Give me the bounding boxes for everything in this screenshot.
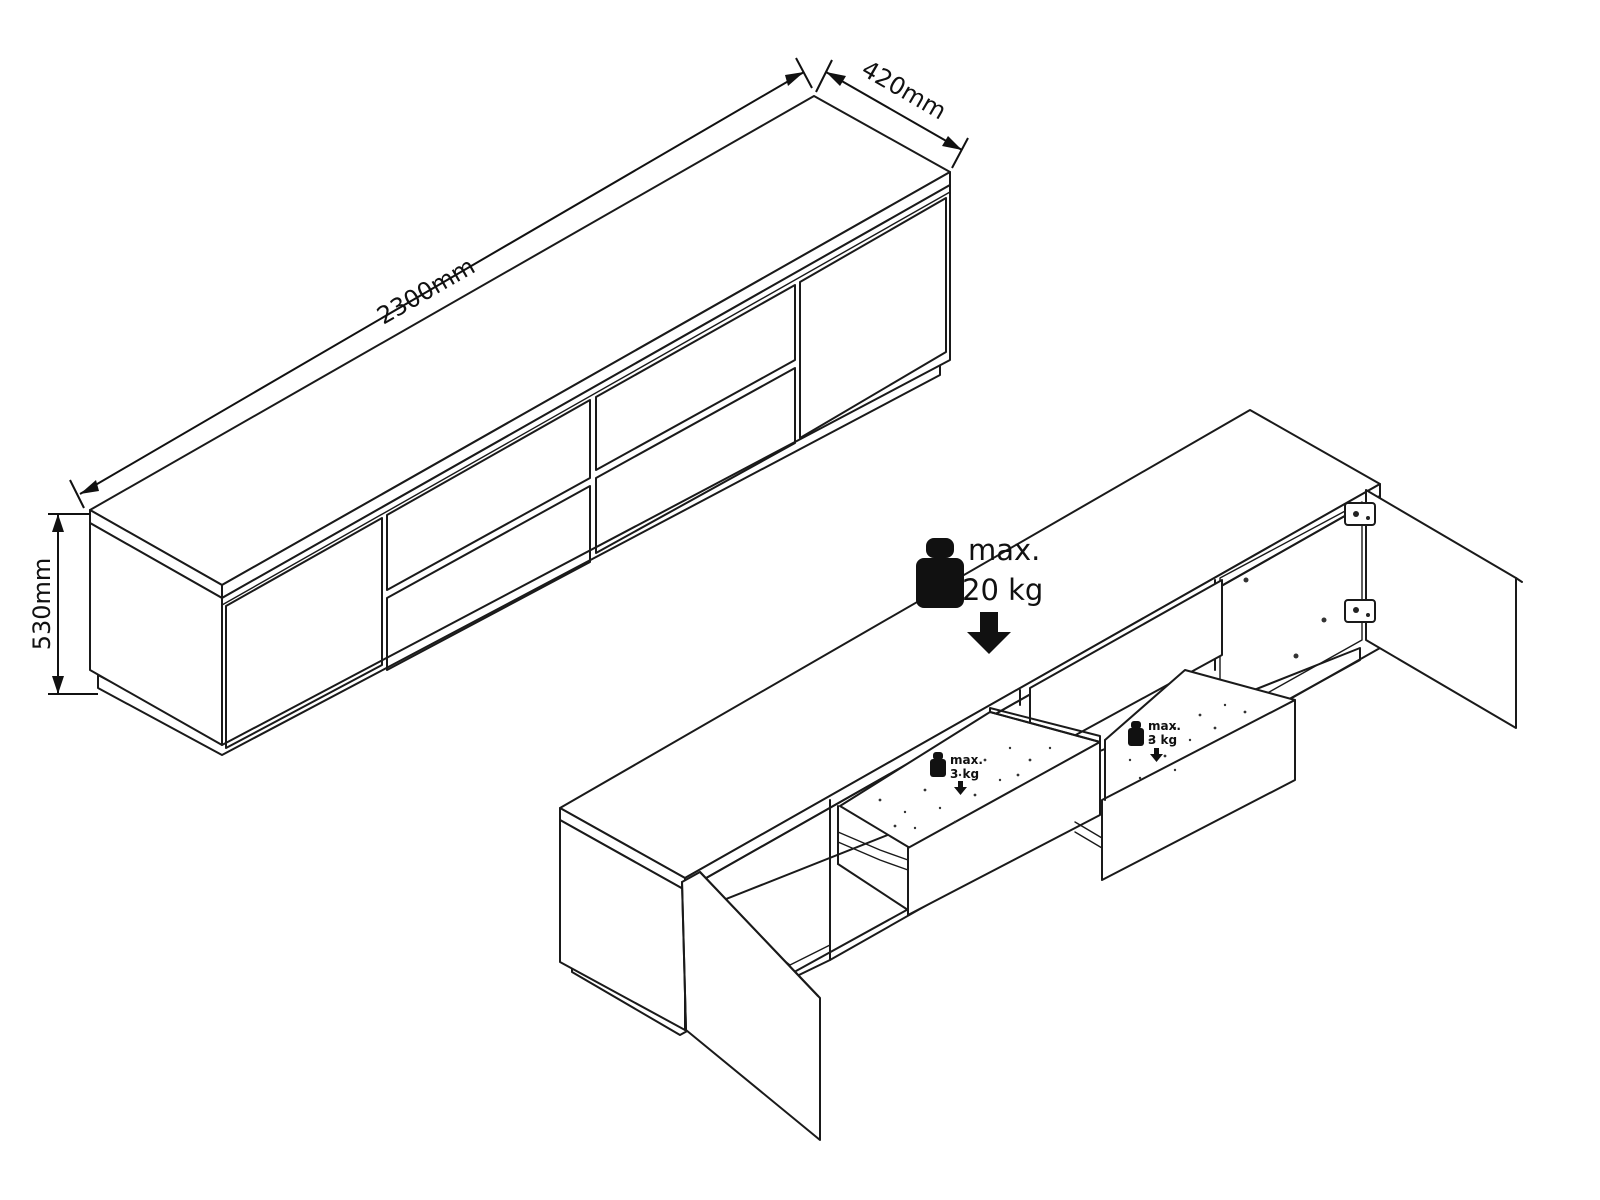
small-down-arrow-right (1150, 748, 1163, 762)
drawer-right-texture (1128, 703, 1247, 780)
drawer-right-load: max. 3 kg (1128, 719, 1181, 762)
top-load-line1: max. (968, 533, 1040, 567)
closed-right-door (799, 197, 947, 439)
drawer-left-load-line1: max. (950, 753, 983, 767)
closed-front-face (221, 184, 951, 746)
drawer-left-texture (878, 746, 1052, 830)
top-load-line2: 20 kg (962, 573, 1043, 607)
hinge-upper (1344, 502, 1376, 526)
height-label: 530mm (28, 558, 56, 651)
drawer-right-front (1101, 699, 1296, 881)
right-compartment (1219, 501, 1363, 701)
drawer-right-load-line1: max. (1148, 719, 1181, 733)
small-weight-icon-right (1128, 721, 1144, 746)
closed-left-door (225, 517, 383, 749)
right-door-panel (1365, 489, 1517, 729)
down-arrow-icon (967, 612, 1011, 654)
closed-drawer-2a (595, 284, 796, 471)
open-left-door (681, 871, 821, 1141)
open-drawer-left (837, 707, 1101, 916)
small-down-arrow-left (954, 781, 967, 795)
drawer-right-load-line2: 3 kg (1148, 733, 1177, 747)
drawer-left-load-line2: 3 kg (950, 767, 979, 781)
drawer-left-load: max. 3 kg (930, 752, 983, 795)
hinge-lower (1344, 599, 1376, 623)
open-right-door (1344, 489, 1523, 729)
closed-drawer-2b (595, 367, 796, 554)
top-load: max. 20 kg (916, 533, 1043, 654)
closed-cabinet (89, 95, 951, 756)
weight-icon (916, 538, 964, 608)
small-weight-icon-left (930, 752, 946, 777)
dimension-height: 530mm (28, 513, 98, 695)
depth-label: 420mm (857, 55, 951, 126)
drawer-left-front (907, 741, 1101, 916)
open-drawer-right (1074, 669, 1296, 881)
closed-recess-line (221, 191, 951, 606)
drawer-left-side (989, 707, 1101, 743)
closed-drawer-1b (386, 485, 591, 671)
closed-drawer-1a (386, 399, 591, 591)
